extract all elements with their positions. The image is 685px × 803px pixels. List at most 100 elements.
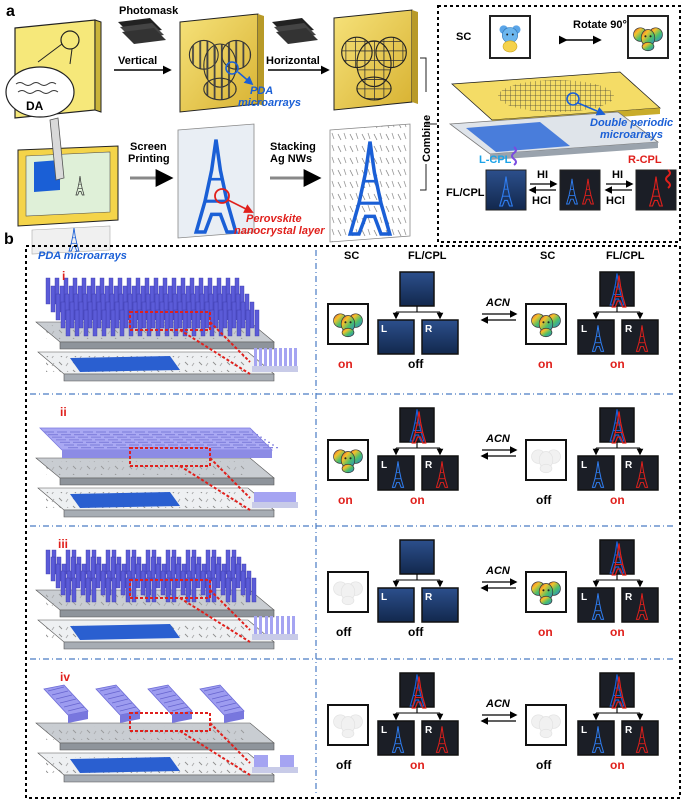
perovskite-label-1: Perovskite (246, 213, 302, 225)
zoom-box (129, 712, 211, 732)
state-fl-2: on (610, 357, 625, 371)
header-sc-1: SC (344, 250, 359, 262)
fl-top-tile (399, 539, 435, 575)
panel-b: b PDA microarrays SC FL/CPL SC FL/CPL iL… (4, 231, 681, 799)
flcpl-label: FL/CPL (446, 187, 485, 199)
panel-b-label: b (4, 231, 14, 248)
pda-label-2: microarrays (238, 97, 301, 109)
da-zoom-circle (5, 66, 75, 118)
row-roman-label: i (62, 269, 65, 283)
fl-left-tile (577, 455, 615, 491)
combine-bracket: Combine (420, 57, 437, 191)
state-fl-2: on (610, 493, 625, 507)
tile-rcpl (635, 169, 677, 211)
acn-label: ACN (485, 698, 511, 710)
bear-icon (499, 25, 521, 53)
acn-label: ACN (485, 297, 511, 309)
rcpl-label: R-CPL (628, 154, 662, 166)
hcl-label-left: HCl (532, 195, 551, 207)
panel-a-label: a (6, 3, 15, 20)
state-fl-1: on (410, 758, 425, 772)
state-sc-2: on (538, 357, 553, 371)
header-sc-2: SC (540, 250, 555, 262)
state-sc-1: on (338, 493, 353, 507)
row-roman-label: iv (60, 670, 70, 684)
photomask-horizontal: Horizontal (266, 18, 330, 75)
fl-left-letter: L (381, 460, 387, 471)
panel-b-row-2: iiL R ACN L Ron on off on (30, 393, 676, 518)
pda-double-plate (333, 9, 418, 111)
microarray-illustration (35, 277, 298, 382)
fl-right-letter: R (625, 324, 633, 335)
fl-left-tile (377, 587, 415, 623)
elephant-vertical-icon (188, 39, 252, 101)
fl-left-letter: L (581, 725, 587, 736)
microarray-illustration (35, 549, 298, 650)
stacking-label-2: Ag NWs (270, 153, 312, 165)
fl-right-letter: R (625, 725, 633, 736)
photomask-vertical: Photomask Vertical (114, 5, 179, 75)
fl-left-letter: L (581, 592, 587, 603)
stacking-label-1: Stacking (270, 141, 316, 153)
acn-label: ACN (485, 433, 511, 445)
elephant-grid-icon (341, 36, 407, 101)
fl-right-letter: R (425, 324, 433, 335)
tile-lcpl (485, 169, 527, 211)
state-sc-1: off (336, 625, 352, 639)
fl-left-tile (377, 319, 415, 355)
state-fl-1: off (408, 625, 424, 639)
perovskite-label-2: nanocrystal layer (234, 225, 325, 237)
fl-left-letter: L (381, 725, 387, 736)
horizontal-label: Horizontal (266, 55, 320, 67)
sc-label: SC (456, 31, 471, 43)
da-label: DA (26, 99, 44, 113)
combine-label: Combine (421, 115, 433, 162)
fl-right-letter: R (425, 460, 433, 471)
lcpl-label: L-CPL (479, 154, 512, 166)
state-fl-2: on (610, 625, 625, 639)
da-substrate: DA (5, 19, 102, 119)
fl-right-letter: R (625, 592, 633, 603)
fl-right-tile (421, 319, 459, 355)
row-roman-label: iii (58, 537, 68, 551)
agnw-plate (329, 123, 411, 243)
fl-left-letter: L (381, 592, 387, 603)
fl-top-tile (399, 271, 435, 307)
zoom-box (129, 579, 211, 599)
fl-right-letter: R (625, 460, 633, 471)
state-sc-1: off (336, 758, 352, 772)
hi-label-right: HI (612, 169, 623, 181)
squeegee-icon (49, 117, 65, 181)
state-sc-2: off (536, 493, 552, 507)
header-flcpl-2: FL/CPL (606, 250, 645, 262)
pda-label-1: PDA (250, 85, 273, 97)
screen-printing-setup (17, 117, 119, 255)
combined-stack: Double periodic microarrays (448, 71, 673, 160)
state-fl-1: on (410, 493, 425, 507)
state-sc-2: on (538, 625, 553, 639)
fl-left-letter: L (581, 324, 587, 335)
panel-a: a DA Photomask Vertical (5, 3, 681, 255)
row-roman-label: ii (60, 405, 67, 419)
fl-right-letter: R (425, 592, 433, 603)
vertical-label: Vertical (118, 55, 157, 67)
microarray-illustration (35, 684, 298, 783)
zoom-box (129, 311, 211, 331)
pda-vertical-plate: PDA microarrays (179, 13, 301, 113)
screen-label-2: Printing (128, 153, 170, 165)
fl-left-letter: L (581, 460, 587, 471)
state-fl-1: off (408, 357, 424, 371)
perovskite-plate: Perovskite nanocrystal layer (177, 123, 325, 239)
acn-label: ACN (485, 565, 511, 577)
zoom-box (129, 447, 211, 467)
double-label-2: microarrays (600, 129, 663, 141)
fl-left-letter: L (381, 324, 387, 335)
microarray-illustration (35, 427, 298, 518)
state-sc-2: off (536, 758, 552, 772)
pda-microarrays-title: PDA microarrays (38, 250, 127, 262)
rotate-label: Rotate 90° (573, 19, 627, 31)
